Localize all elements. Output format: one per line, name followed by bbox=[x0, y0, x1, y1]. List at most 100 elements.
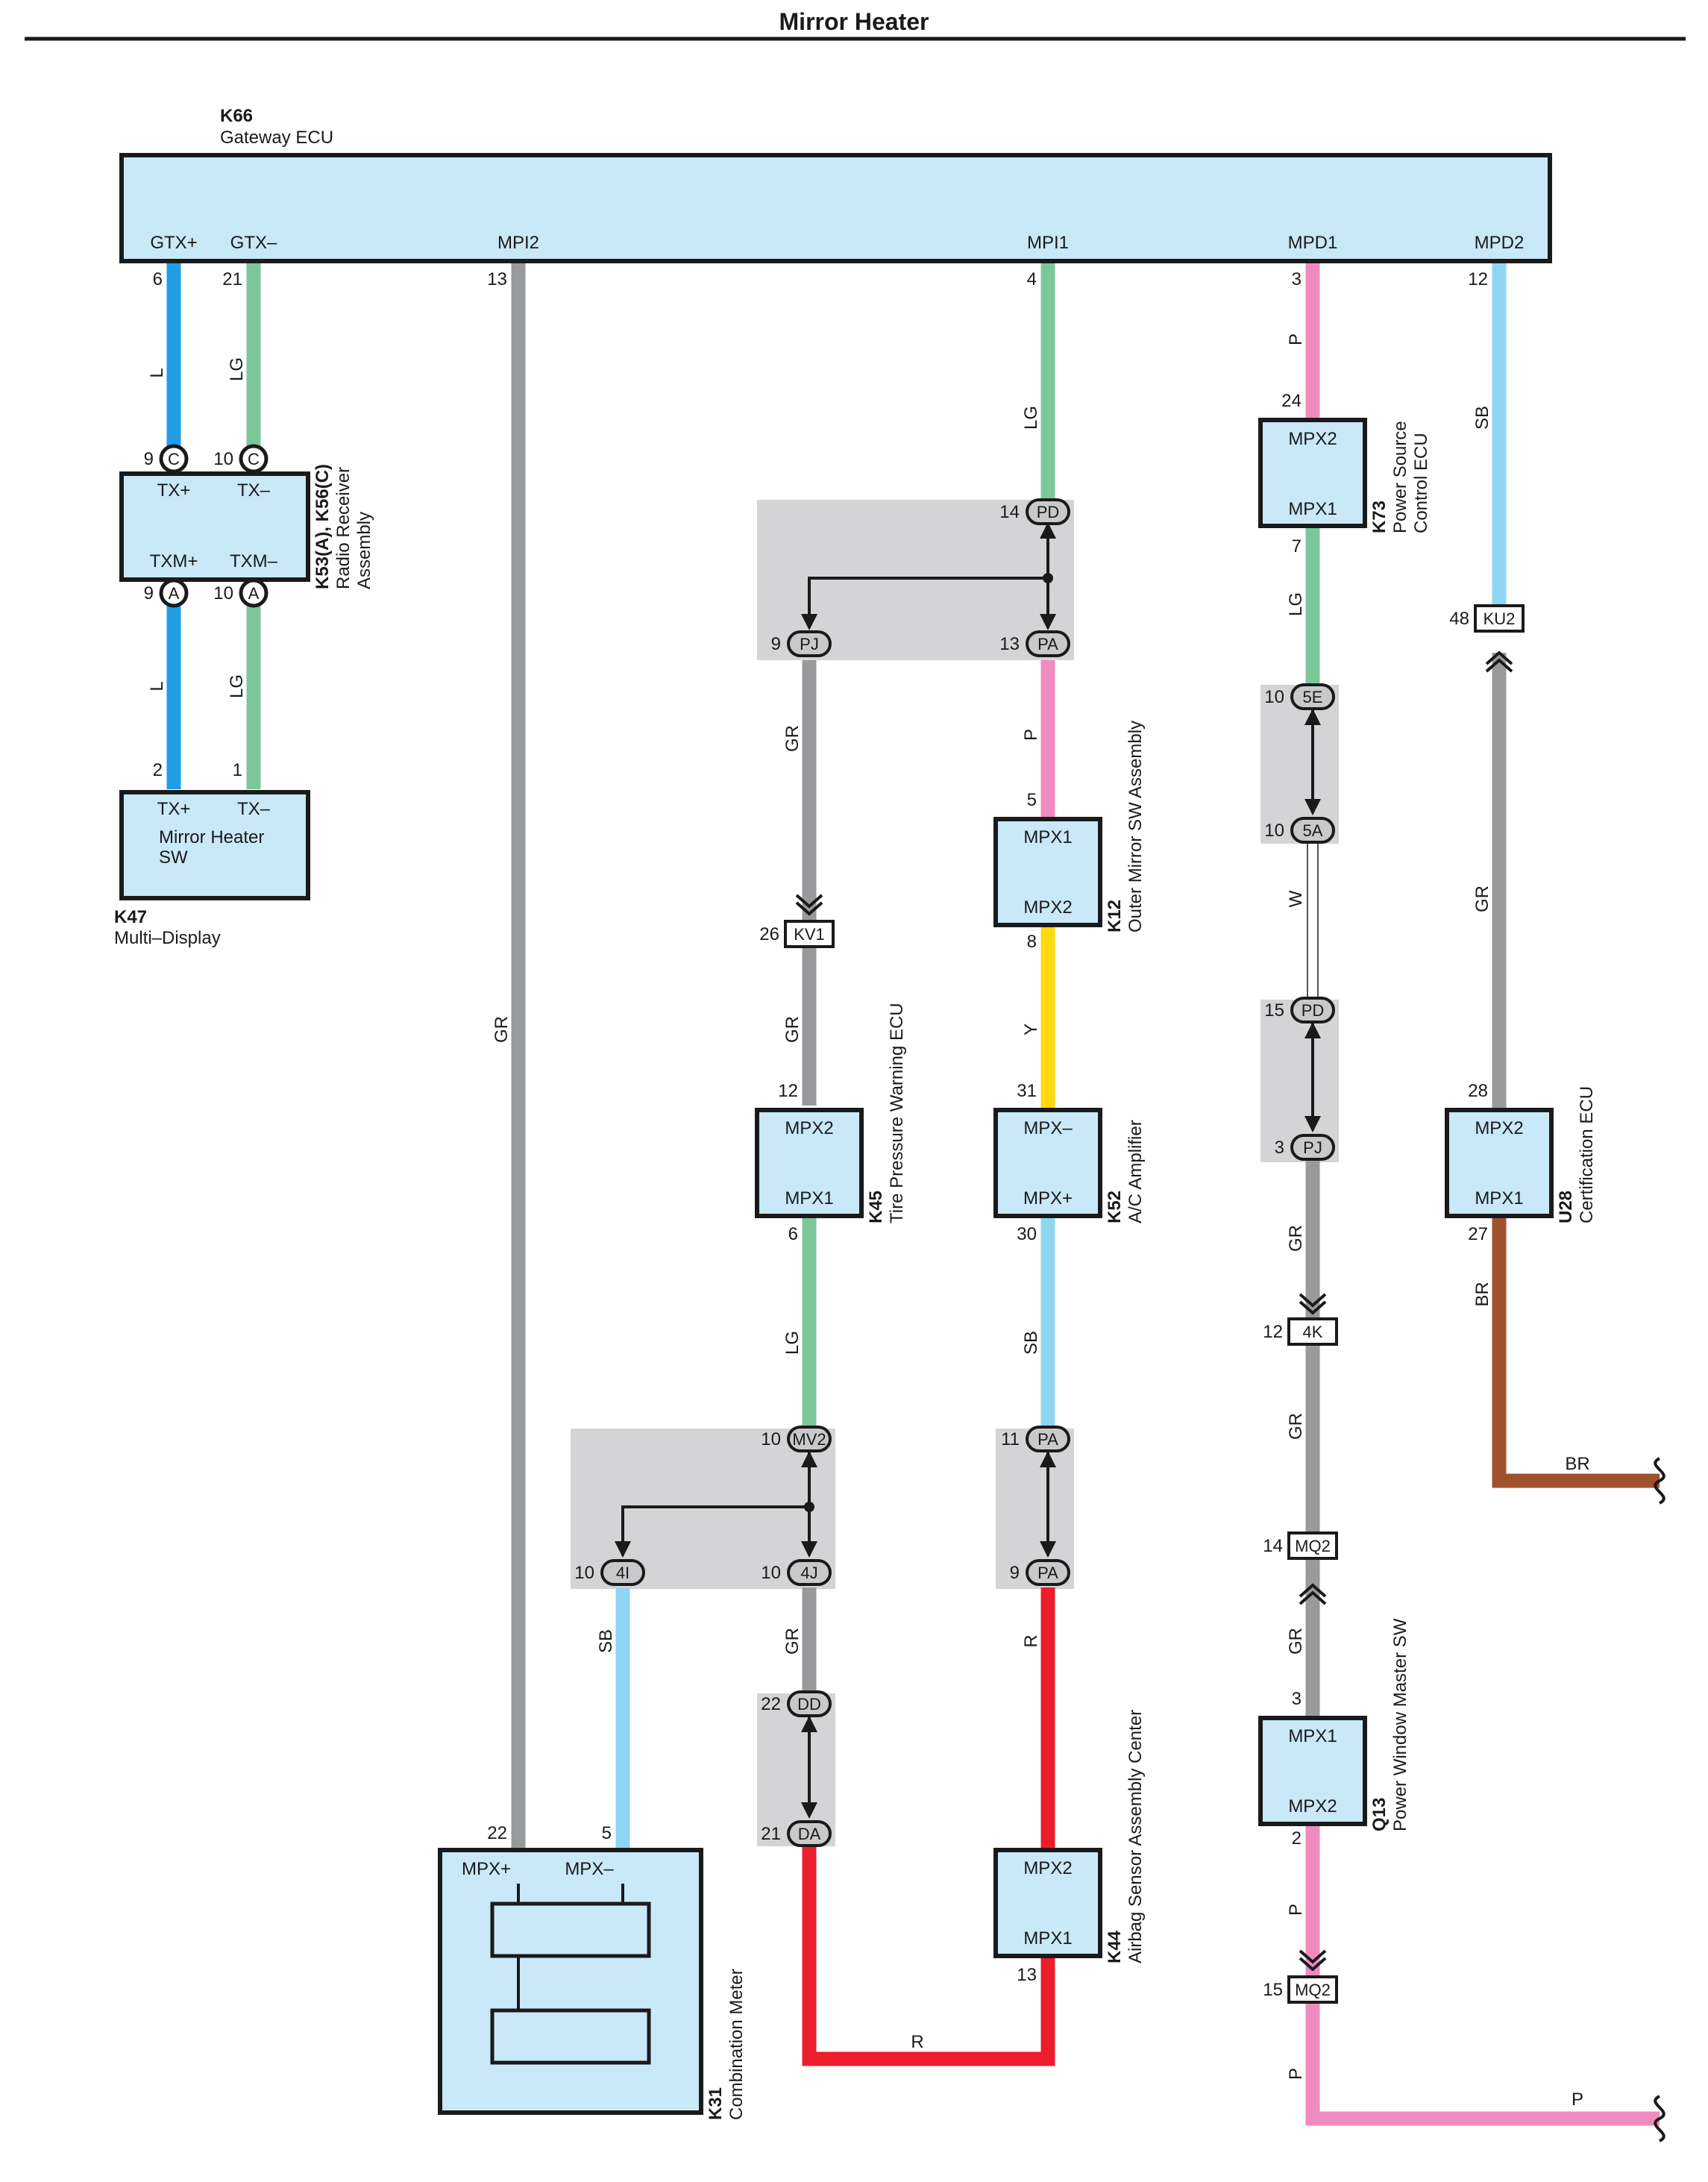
wire-label-gr-k45: GR bbox=[782, 1016, 803, 1043]
arrow-down-pj bbox=[801, 614, 817, 630]
chevrons bbox=[795, 650, 1513, 1972]
terminal-gtx-minus: GTX– bbox=[230, 233, 277, 253]
connector-5e-label: 5E bbox=[1303, 688, 1323, 706]
k45-terminal-mpx1: MPX1 bbox=[785, 1188, 833, 1208]
connector-kv1-label: KV1 bbox=[794, 925, 825, 944]
wire-label-l-lower: L bbox=[147, 681, 167, 691]
multi-display-box bbox=[119, 790, 310, 900]
wire-break-p bbox=[1654, 2095, 1665, 2142]
pin-48-ku2: 48 bbox=[1449, 609, 1469, 629]
k44-name: Airbag Sensor Assembly Center bbox=[1125, 1710, 1146, 1963]
wire-break-br bbox=[1654, 1457, 1665, 1505]
chevron-ku2 bbox=[1485, 650, 1513, 673]
outer-mirror-sw-assembly: MPX1 MPX2 K12 Outer Mirror SW Assembly bbox=[993, 721, 1146, 932]
connector-mq2-upper-label: MQ2 bbox=[1295, 1537, 1331, 1555]
pin-5-k31: 5 bbox=[602, 1823, 612, 1843]
wire-br-bottom bbox=[1492, 1216, 1660, 1488]
pin-11-pa: 11 bbox=[1001, 1429, 1020, 1449]
arrow-down-4k bbox=[801, 1541, 817, 1558]
k73-code: K73 bbox=[1369, 501, 1390, 533]
pin-2-q13: 2 bbox=[1292, 1828, 1302, 1849]
arrow-up-4i bbox=[801, 1451, 817, 1467]
u28-terminal-mpx1: MPX1 bbox=[1475, 1188, 1523, 1208]
multi-display-name: Multi–Display bbox=[114, 928, 221, 948]
k12-code: K12 bbox=[1105, 900, 1125, 932]
pin-28-u28: 28 bbox=[1468, 1081, 1488, 1101]
u28-box bbox=[1445, 1108, 1554, 1218]
splice-area-5e bbox=[1260, 685, 1339, 844]
connector-ku2 bbox=[1474, 604, 1525, 633]
k12-terminal-mpx1: MPX1 bbox=[1023, 827, 1072, 847]
arrow-down-4j bbox=[615, 1541, 631, 1558]
wire-label-lg-k45: LG bbox=[782, 1331, 803, 1355]
connector-a-1 bbox=[159, 578, 189, 608]
connector-mv2-label: 4K bbox=[1303, 1323, 1323, 1341]
airbag-sensor-assembly-center: MPX2 MPX1 K44 Airbag Sensor Assembly Cen… bbox=[993, 1710, 1146, 1963]
pin-12-mpd2: 12 bbox=[1468, 269, 1488, 289]
terminal-mpi2: MPI2 bbox=[497, 233, 539, 253]
k31-box bbox=[438, 1848, 703, 2115]
wire-label-p-k12: P bbox=[1021, 729, 1041, 741]
connector-pa-3-label: PA bbox=[1037, 1564, 1058, 1582]
k52-terminal-mpx-plus: MPX+ bbox=[1023, 1188, 1073, 1208]
gateway-ecu-box bbox=[119, 153, 1552, 263]
pin-9-c: 9 bbox=[144, 449, 154, 469]
connector-da bbox=[787, 1820, 832, 1847]
connector-pa-3 bbox=[1026, 1559, 1070, 1586]
pin-5-k12: 5 bbox=[1027, 790, 1037, 810]
pin-14-pd: 14 bbox=[999, 502, 1020, 522]
pin-29-dd: 22 bbox=[761, 1694, 781, 1714]
mirror-heater-sw-line2: SW bbox=[159, 847, 188, 868]
pin-numbers: 6 21 13 4 3 12 9 10 9 10 2 1 14 9 13 24 … bbox=[144, 269, 1488, 2000]
power-source-control-ecu: MPX2 MPX1 K73 Power Source Control ECU bbox=[1258, 418, 1431, 533]
pin-10-5a: 10 bbox=[1264, 821, 1284, 841]
wire-label-gr-u28: GR bbox=[1472, 885, 1492, 912]
k44-code: K44 bbox=[1105, 1930, 1125, 1963]
wire-w bbox=[1307, 842, 1319, 1000]
k12-box bbox=[993, 817, 1102, 927]
pin-6-k45: 6 bbox=[788, 1224, 798, 1244]
k52-name: A/C Amplifier bbox=[1125, 1120, 1146, 1223]
pin-21: 21 bbox=[222, 269, 242, 289]
k52-code: K52 bbox=[1105, 1191, 1125, 1223]
mirror-heater-sw-line1: Mirror Heater bbox=[159, 827, 264, 847]
pin-10-4k: 10 bbox=[761, 1563, 781, 1583]
q13-terminal-mpx2: MPX2 bbox=[1288, 1796, 1337, 1816]
pin-9-pa: 9 bbox=[1010, 1563, 1020, 1583]
k52-box bbox=[993, 1108, 1102, 1218]
wire-label-gr-mv2: GR bbox=[1286, 1413, 1306, 1440]
square-connectors: KU2 KV1 4K MQ2 MQ2 bbox=[784, 604, 1525, 2004]
wire-label-sb-mpd2: SB bbox=[1472, 406, 1492, 430]
wire-label-gr-4k: GR bbox=[782, 1628, 803, 1655]
connector-pa-2 bbox=[1026, 1426, 1070, 1452]
connector-pj-2-label: PJ bbox=[1303, 1138, 1322, 1157]
power-window-master-sw: MPX1 MPX2 Q13 Power Window Master SW bbox=[1258, 1618, 1410, 1831]
radio-receiver-code: K53(A), K56(C) bbox=[313, 464, 333, 589]
wire-label-lg-k73: LG bbox=[1286, 592, 1306, 616]
oval-connectors: PD PJ PA 5E 5A PD PJ MV2 4I 4J PA PA DD … bbox=[600, 498, 1335, 1847]
wire-label-p-q13: P bbox=[1286, 1904, 1306, 1916]
connector-4i bbox=[787, 1426, 832, 1452]
connector-mv2 bbox=[1287, 1317, 1338, 1346]
connector-pj-label: PJ bbox=[800, 635, 819, 653]
chevron-mv2 bbox=[1299, 1293, 1327, 1315]
arrow-up-pd2 bbox=[1304, 1022, 1321, 1038]
wire-label-w: W bbox=[1286, 890, 1306, 907]
terminal-tx-minus: TX– bbox=[237, 480, 271, 501]
connector-c-1-label: C bbox=[168, 450, 180, 468]
terminal-mpd1: MPD1 bbox=[1288, 233, 1338, 253]
wire-label-p-horiz: P bbox=[1572, 2089, 1583, 2110]
connector-mq2-lower bbox=[1287, 1975, 1338, 2004]
gateway-ecu-name: Gateway ECU bbox=[220, 128, 333, 148]
connector-4i-label: MV2 bbox=[792, 1430, 826, 1449]
ac-amplifier: MPX– MPX+ K52 A/C Amplifier bbox=[993, 1108, 1146, 1223]
pin-7-k73: 7 bbox=[1292, 536, 1302, 557]
pin-31-k52: 31 bbox=[1017, 1081, 1037, 1101]
connector-mq2-lower-label: MQ2 bbox=[1295, 1981, 1331, 1999]
pin-10-4j: 10 bbox=[574, 1563, 594, 1583]
connector-a-2-label: A bbox=[248, 584, 260, 603]
connector-pd bbox=[1026, 498, 1070, 525]
arrow-down-pa3 bbox=[1040, 1541, 1056, 1558]
k45-box bbox=[755, 1108, 864, 1218]
